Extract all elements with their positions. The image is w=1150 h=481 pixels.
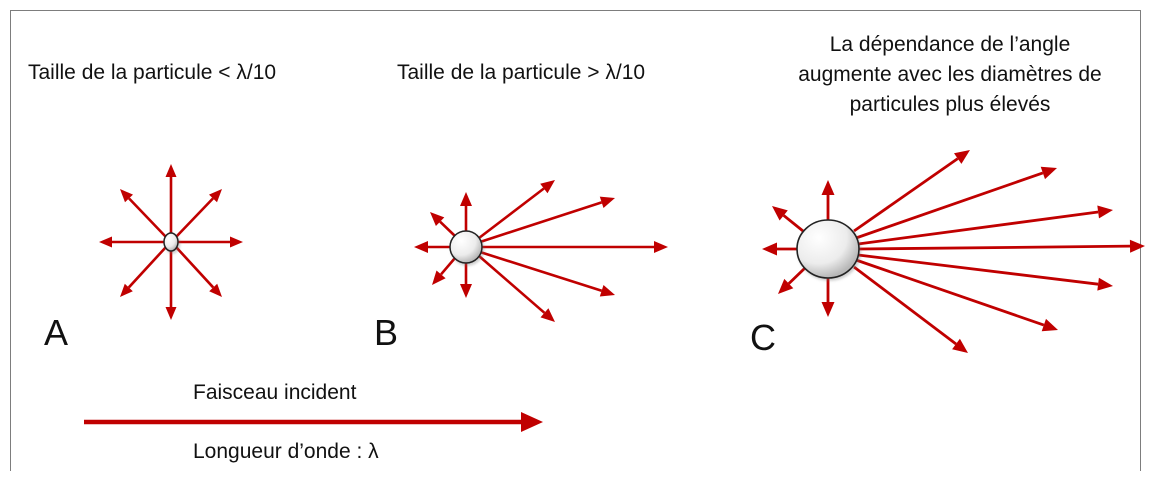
panel-a-arrow-2 bbox=[165, 251, 177, 320]
panel-a-title: Taille de la particule < λ/10 bbox=[28, 61, 277, 84]
panel-c-arrow-3-head bbox=[762, 242, 777, 256]
panel-b-arrow-5-shaft bbox=[440, 257, 456, 276]
panel-c-arrow-12-head bbox=[952, 338, 968, 353]
panel-c-arrow-4 bbox=[772, 206, 804, 233]
panel-b-arrow-6-head bbox=[654, 241, 668, 253]
panel-b-arrow-4 bbox=[430, 212, 456, 237]
panel-a-arrow-2-head bbox=[165, 307, 177, 320]
panel-b-arrow-1 bbox=[460, 192, 472, 231]
panel-c-arrow-8-head bbox=[1097, 205, 1113, 219]
panel-b-arrow-8-head bbox=[599, 196, 615, 208]
panel-c-arrow-5 bbox=[778, 266, 806, 294]
panel-b-arrows bbox=[414, 180, 668, 322]
panel-c-arrow-11-head bbox=[1041, 318, 1058, 332]
panel-c-arrow-7-head bbox=[1040, 166, 1057, 180]
panel-a-arrow-7-head bbox=[120, 283, 133, 297]
panel-b-arrow-2 bbox=[460, 263, 472, 298]
panel-c-arrow-6 bbox=[853, 150, 970, 233]
panel-b-arrow-7 bbox=[478, 180, 555, 240]
panel-b-arrow-9-shaft bbox=[479, 250, 603, 292]
panel-b-arrow-3 bbox=[414, 241, 450, 253]
panel-c-arrow-6-head bbox=[954, 150, 970, 164]
panel-b-arrow-9 bbox=[479, 250, 615, 297]
panel-c-arrow-1-head bbox=[821, 180, 835, 195]
panel-b-arrow-1-head bbox=[460, 192, 472, 206]
panel-b-letter: B bbox=[374, 312, 399, 353]
panel-c-arrow-7 bbox=[855, 166, 1057, 240]
panel-c-arrow-10-shaft bbox=[857, 253, 1099, 286]
wavelength-label: Longueur d’onde : λ bbox=[193, 440, 379, 463]
panel-a-arrow-1-head bbox=[165, 164, 177, 177]
panel-a-arrow-5 bbox=[120, 189, 167, 238]
panel-b-arrow-10 bbox=[478, 255, 555, 322]
panel-c-arrow-4-shaft bbox=[782, 214, 804, 233]
panel-c-arrow-12 bbox=[853, 265, 968, 353]
panel-b-arrow-2-head bbox=[460, 284, 472, 298]
panel-a-arrow-8-shaft bbox=[175, 246, 215, 289]
panel-a-letter: A bbox=[44, 312, 69, 353]
panel-b-title: Taille de la particule > λ/10 bbox=[397, 61, 646, 84]
panel-c-arrow-9 bbox=[858, 239, 1145, 253]
panel-a-arrow-4-head bbox=[230, 236, 243, 248]
panel-a-arrow-6-shaft bbox=[175, 197, 214, 238]
incident-beam-arrow bbox=[84, 412, 543, 432]
panel-b-arrow-5-head bbox=[432, 270, 446, 285]
panel-c-arrow-2-head bbox=[821, 302, 835, 317]
panel-c-arrow-5-head bbox=[778, 278, 794, 294]
panel-b-arrow-7-head bbox=[540, 180, 555, 194]
panel-b-arrow-4-shaft bbox=[439, 220, 456, 237]
panel-c-arrow-4-head bbox=[772, 206, 788, 221]
panel-c-arrow-11-shaft bbox=[855, 258, 1045, 327]
panel-c-arrow-1 bbox=[821, 180, 835, 220]
panel-b-arrow-8-shaft bbox=[479, 201, 603, 244]
panel-b-arrow-8 bbox=[479, 196, 615, 244]
panel-a-arrow-7-shaft bbox=[127, 246, 167, 289]
panel-b-arrow-10-head bbox=[540, 308, 555, 322]
particle-a bbox=[163, 232, 179, 252]
diagram-frame bbox=[10, 10, 1141, 471]
panel-b-arrow-3-head bbox=[414, 241, 428, 253]
particle-b bbox=[449, 230, 483, 264]
panel-a-arrow-8-head bbox=[209, 283, 222, 297]
incident-beam-arrow-group bbox=[84, 412, 543, 432]
panel-c-arrow-3 bbox=[762, 242, 797, 256]
panel-c-arrow-5-shaft bbox=[787, 266, 806, 285]
incident-beam-label: Faisceau incident bbox=[193, 381, 357, 404]
panel-b-arrow-9-head bbox=[599, 285, 615, 297]
panel-c-arrow-12-shaft bbox=[853, 265, 957, 346]
panel-a-arrows bbox=[99, 164, 243, 320]
particle-c bbox=[796, 219, 860, 279]
panel-a-arrow-6 bbox=[175, 189, 222, 238]
panel-c-arrow-9-shaft bbox=[858, 244, 1131, 251]
panel-a-arrow-5-shaft bbox=[128, 197, 167, 238]
panel-b-arrow-4-head bbox=[430, 212, 445, 226]
panel-a-arrow-1 bbox=[165, 164, 177, 233]
panel-c-title: La dépendance de l’angle augmente avec l… bbox=[798, 33, 1102, 116]
panel-a-arrow-3 bbox=[99, 236, 164, 248]
panel-c-arrow-11 bbox=[855, 258, 1058, 332]
panel-c-arrow-2 bbox=[821, 278, 835, 317]
panel-a-arrow-7 bbox=[120, 246, 167, 297]
panel-c-arrow-10-head bbox=[1097, 277, 1113, 291]
panel-c-arrow-8 bbox=[857, 205, 1113, 246]
panel-c-arrow-6-shaft bbox=[853, 157, 959, 233]
panel-b-arrow-10-shaft bbox=[478, 255, 546, 314]
panel-c-arrows bbox=[762, 150, 1145, 353]
panel-a-arrow-8 bbox=[175, 246, 222, 297]
panel-a-arrow-4 bbox=[178, 236, 243, 248]
panel-c-arrow-9-head bbox=[1129, 239, 1145, 253]
panel-b-arrow-6 bbox=[482, 241, 668, 253]
panel-c-arrow-10 bbox=[857, 253, 1113, 291]
panel-a-arrow-6-head bbox=[209, 189, 222, 203]
panel-b-arrow-5 bbox=[432, 257, 456, 285]
incident-beam-arrow-head bbox=[521, 412, 543, 432]
panel-c-arrow-7-shaft bbox=[855, 171, 1044, 240]
panel-b-arrow-7-shaft bbox=[478, 187, 545, 240]
panel-a-arrow-5-head bbox=[120, 189, 133, 203]
panel-c-arrow-8-shaft bbox=[857, 210, 1099, 246]
panel-a-arrow-3-head bbox=[99, 236, 112, 248]
panel-c-letter: C bbox=[750, 317, 776, 358]
